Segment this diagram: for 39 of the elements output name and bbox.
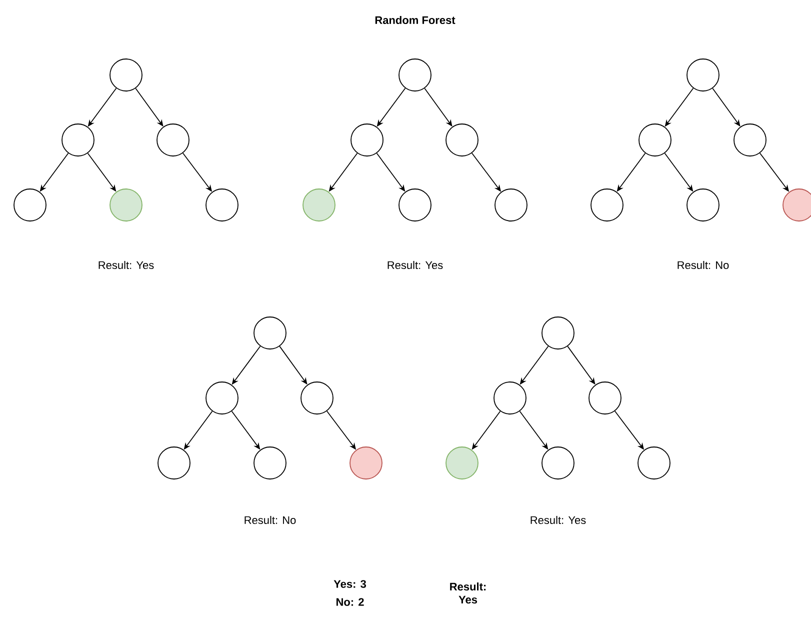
result-label: Result: Yes <box>530 516 586 524</box>
tree-node-circle <box>398 188 432 222</box>
tree-node-circle <box>156 124 190 156</box>
tree-node-circle <box>686 58 720 92</box>
tree-node-circle <box>590 188 624 222</box>
tree-node-circle <box>110 58 142 92</box>
tree-node-circle <box>446 124 478 156</box>
tree-node-circle <box>110 188 142 222</box>
tree-node-circle <box>300 382 334 414</box>
tree-node-circle <box>588 382 622 414</box>
tree-node-circle <box>206 188 238 222</box>
tree-node-circle <box>14 188 46 222</box>
title: Random Forest <box>375 16 456 24</box>
result-label: Result: No <box>244 516 296 524</box>
tree-node-circle <box>446 446 478 480</box>
final-result: Result: Yes <box>450 582 486 604</box>
tree-node-circle <box>254 316 286 350</box>
result-label: Result: No <box>678 260 729 270</box>
tree-node-circle <box>638 124 672 156</box>
tree-node-circle <box>734 124 766 156</box>
tree-node-circle <box>542 446 574 480</box>
vote-count: No: 2 <box>336 598 364 606</box>
result-label: Result: Yes <box>98 260 154 270</box>
result-label: Result: Yes <box>388 260 443 270</box>
tree-node-circle <box>494 382 526 414</box>
tree-node-circle <box>686 188 720 222</box>
tree-node-circle <box>350 124 384 156</box>
tree-node-circle <box>542 316 574 350</box>
tree-node-circle <box>398 58 432 92</box>
vote-count: Yes: 3 <box>334 580 366 588</box>
tree-node-circle <box>254 446 286 480</box>
tree-node-circle <box>206 382 238 414</box>
tree-node-circle <box>638 446 670 480</box>
tree-node-circle <box>350 446 382 480</box>
tree-node-circle <box>302 188 336 222</box>
tree-node-circle <box>62 124 94 156</box>
tree-node-circle <box>158 446 190 480</box>
tree-node-circle <box>494 188 528 222</box>
tree-node-circle <box>782 188 811 222</box>
